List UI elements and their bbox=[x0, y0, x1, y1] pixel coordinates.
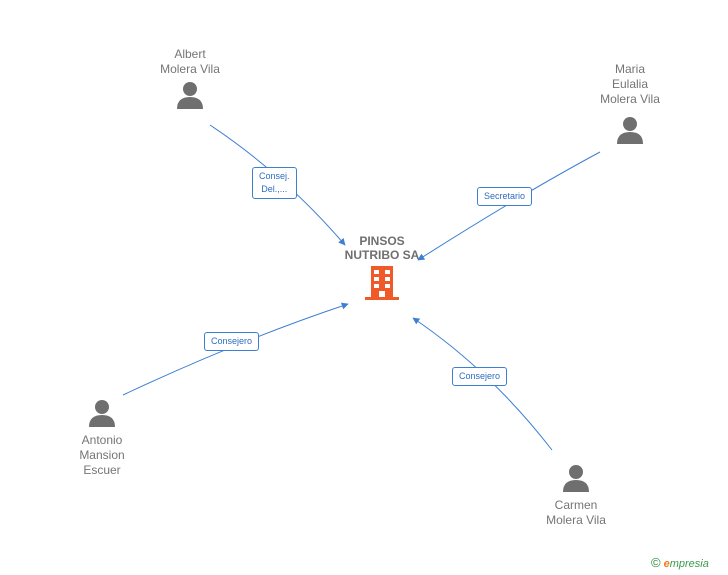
relation-label-maria[interactable]: Secretario bbox=[477, 187, 533, 206]
company-node[interactable]: PINSOS NUTRIBO SA bbox=[332, 234, 432, 302]
person-antonio[interactable]: Antonio Mansion Escuer bbox=[52, 399, 152, 478]
relation-label-carmen[interactable]: Consejero bbox=[452, 367, 508, 386]
person-carmen[interactable]: Carmen Molera Vila bbox=[526, 464, 626, 528]
person-maria[interactable]: Maria Eulalia Molera Vila bbox=[580, 62, 680, 144]
relation-label-albert[interactable]: Consej. Del.,... bbox=[252, 167, 297, 199]
brand-name: mpresia bbox=[669, 558, 709, 570]
person-icon bbox=[177, 82, 203, 109]
company-name-line1: PINSOS bbox=[359, 234, 405, 248]
building-icon bbox=[365, 266, 399, 300]
person-name: Antonio Mansion Escuer bbox=[79, 433, 125, 477]
relation-label-antonio[interactable]: Consejero bbox=[204, 332, 260, 351]
person-albert[interactable]: Albert Molera Vila bbox=[140, 47, 240, 109]
company-name-line2: NUTRIBO SA bbox=[344, 248, 420, 262]
brand-initial: e bbox=[663, 558, 670, 570]
person-icon bbox=[89, 400, 115, 427]
person-icon bbox=[563, 465, 589, 492]
person-name: Maria Eulalia Molera Vila bbox=[600, 62, 660, 106]
person-name: Carmen Molera Vila bbox=[546, 498, 606, 527]
person-name: Albert Molera Vila bbox=[160, 47, 220, 76]
edge-maria bbox=[417, 151, 601, 261]
empresia-logo: ©empresia bbox=[651, 555, 709, 570]
person-icon bbox=[617, 117, 643, 144]
copyright-symbol: © bbox=[651, 555, 661, 570]
